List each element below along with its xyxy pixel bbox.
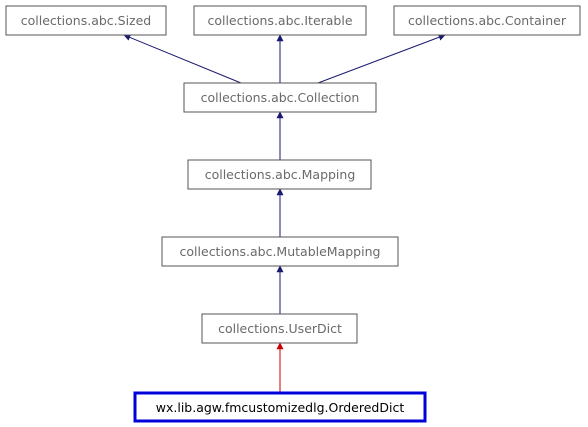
node-mutablemapping[interactable]: collections.abc.MutableMapping bbox=[161, 236, 399, 267]
node-ordereddict-label: wx.lib.agw.fmcustomizedlg.OrderedDict bbox=[156, 400, 405, 415]
node-mutablemapping-label: collections.abc.MutableMapping bbox=[180, 244, 381, 259]
node-mapping-label: collections.abc.Mapping bbox=[205, 167, 356, 182]
node-sized-label: collections.abc.Sized bbox=[21, 13, 152, 28]
node-container[interactable]: collections.abc.Container bbox=[393, 5, 581, 36]
node-iterable-label: collections.abc.Iterable bbox=[207, 13, 352, 28]
edge-collection-to-container bbox=[317, 33, 446, 84]
node-container-label: collections.abc.Container bbox=[408, 13, 567, 28]
node-collection[interactable]: collections.abc.Collection bbox=[183, 82, 377, 113]
node-sized[interactable]: collections.abc.Sized bbox=[5, 5, 167, 36]
node-userdict[interactable]: collections.UserDict bbox=[201, 313, 358, 344]
node-collection-label: collections.abc.Collection bbox=[201, 90, 360, 105]
edges bbox=[123, 33, 446, 392]
node-ordereddict[interactable]: wx.lib.agw.fmcustomizedlg.OrderedDict bbox=[133, 391, 427, 423]
node-userdict-label: collections.UserDict bbox=[218, 321, 342, 336]
node-mapping[interactable]: collections.abc.Mapping bbox=[187, 159, 372, 190]
edge-collection-to-sized bbox=[123, 34, 242, 84]
node-iterable[interactable]: collections.abc.Iterable bbox=[193, 5, 367, 36]
